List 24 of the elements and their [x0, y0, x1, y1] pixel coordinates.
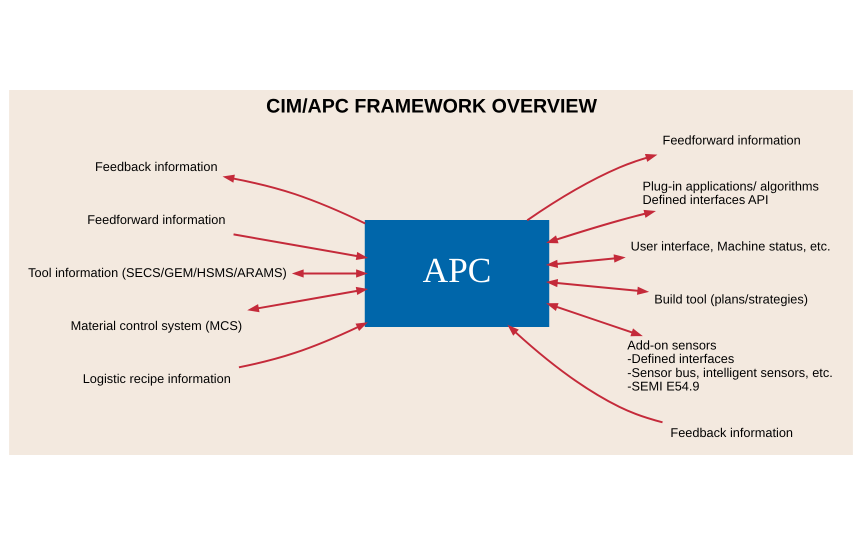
- node-text: Build tool (plans/strategies): [654, 290, 808, 306]
- node-text: Logistic recipe information: [82, 370, 231, 386]
- arrow: [233, 232, 368, 260]
- arrow: [507, 324, 663, 423]
- arrow: [546, 209, 656, 243]
- node-text: Feedforward information: [87, 211, 226, 226]
- arrow: [247, 286, 368, 312]
- arrow: [238, 322, 368, 368]
- arrow: [546, 254, 626, 268]
- node-box: APC: [364, 220, 550, 326]
- node-text: Feedforward information: [662, 132, 801, 147]
- arrow: [222, 174, 366, 224]
- node-text: Add-on sensors -Defined interfaces -Sensor bus, intelligent sensors, etc. -SEMI E54.9: [627, 336, 833, 394]
- arrow: [546, 278, 650, 294]
- node-text: Plug-in applications/ algorithms Defined interfaces API: [642, 178, 819, 207]
- node-text: Feedback information: [94, 158, 218, 174]
- arrow: [526, 153, 658, 221]
- diagram-title: CIM/APC FRAMEWORK OVERVIEW: [266, 95, 597, 118]
- node-text: Feedback information: [670, 424, 794, 440]
- node-text: User interface, Machine status, etc.: [630, 238, 831, 253]
- node-text: Material control system (MCS): [70, 317, 242, 332]
- node-text: Tool information (SECS/GEM/HSMS/ARAMS): [28, 264, 287, 280]
- arrow: [292, 268, 368, 278]
- arrow: [546, 302, 643, 336]
